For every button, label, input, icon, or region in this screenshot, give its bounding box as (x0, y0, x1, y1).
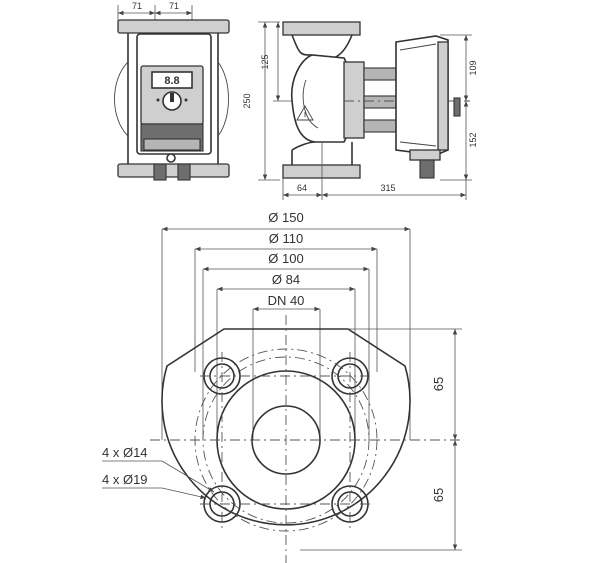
front-cable-gland-right (177, 163, 191, 181)
side-dim-motor-top: 109 (468, 60, 478, 75)
flange-d-inner-circle: Ø 84 (272, 272, 300, 287)
front-top-flange (117, 19, 230, 34)
front-display-text: 8.8 (164, 75, 179, 87)
side-upper-flange (282, 21, 361, 36)
flange-outline (161, 328, 411, 526)
front-dim-right: 71 (169, 1, 179, 11)
side-view: 250 125 10 (242, 21, 478, 200)
side-dim-length: 315 (380, 183, 395, 193)
flange-half-height-top: 65 (431, 377, 446, 391)
flange-half-height-bottom: 65 (431, 488, 446, 502)
side-dim-flange-top: 125 (260, 54, 270, 69)
side-lower-flange (282, 164, 361, 179)
front-cable-gland-left (153, 163, 167, 181)
flange-nominal-diameter: DN 40 (268, 293, 305, 308)
flange-d-outer: Ø 150 (268, 210, 303, 225)
flange-holes-callout-b: 4 x Ø19 (102, 472, 148, 487)
side-motor-cover (437, 41, 449, 151)
flange-view: Ø 150 Ø 110 Ø 100 Ø 84 DN 40 (102, 210, 462, 563)
front-view: 71 71 8.8 (114, 1, 230, 181)
front-display (151, 71, 193, 89)
front-knob-pointer (170, 93, 174, 102)
front-bottom-flange (117, 163, 230, 178)
flange-holes-callout-a: 4 x Ø14 (102, 445, 148, 460)
side-cable-gland (419, 159, 435, 179)
side-shaft-housing (343, 61, 365, 139)
side-dim-inlet: 64 (297, 183, 307, 193)
side-dim-motor-bottom: 152 (468, 132, 478, 147)
side-dim-height: 250 (242, 93, 252, 108)
side-pump-volute (290, 54, 351, 143)
flange-d-bolt-circle: Ø 110 (269, 231, 303, 246)
flange-d-raised-face: Ø 100 (268, 251, 303, 266)
front-dim-left: 71 (132, 1, 142, 11)
